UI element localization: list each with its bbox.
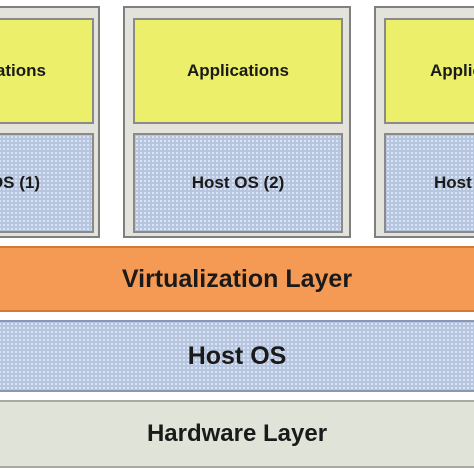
vm-2-host-os: Host OS (2) xyxy=(133,133,343,233)
virtualization-layer: Virtualization Layer xyxy=(0,246,474,312)
vm-2-applications-label: Applications xyxy=(186,61,289,80)
virtualization-layer-label: Virtualization Layer xyxy=(121,264,353,293)
vm-3-host-os-label: Host OS (3) xyxy=(434,173,474,192)
vm-3-host-os: Host OS (3) xyxy=(384,133,474,233)
host-os-layer-label: Host OS xyxy=(187,341,287,370)
vm-2-applications: Applications xyxy=(133,18,343,124)
vm-1-host-os-label: Host OS (1) xyxy=(0,173,40,192)
hardware-layer-label: Hardware Layer xyxy=(146,420,328,447)
hardware-layer: Hardware Layer xyxy=(0,400,474,468)
vm-3-applications-label: Applications xyxy=(430,61,474,80)
vm-1-applications-label: Applications xyxy=(0,61,46,80)
vm-3-applications: Applications xyxy=(384,18,474,124)
host-os-layer: Host OS xyxy=(0,320,474,392)
vm-2-host-os-label: Host OS (2) xyxy=(191,173,285,192)
vm-1-host-os: Host OS (1) xyxy=(0,133,94,233)
vm-1-applications: Applications xyxy=(0,18,94,124)
